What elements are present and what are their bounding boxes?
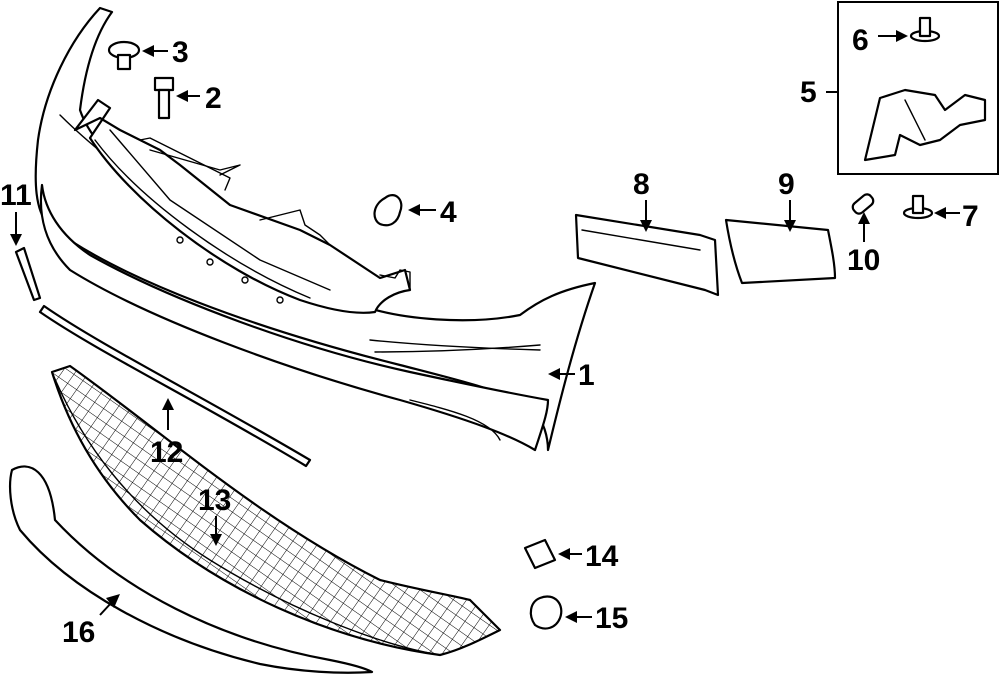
leader-4: [408, 204, 436, 216]
clip-part-15: [529, 595, 563, 630]
leader-13: [210, 516, 222, 546]
pin-part-10: [851, 193, 875, 215]
leader-11: [10, 212, 22, 246]
leader-14: [558, 548, 582, 560]
inset-box-part-5: [837, 1, 999, 175]
grille-frame-part: [73, 98, 412, 314]
callout-3: 3: [172, 36, 189, 69]
fastener-part-7: [902, 194, 934, 220]
leader-15: [565, 611, 592, 623]
bracket-part-8: [574, 213, 720, 297]
leader-12: [162, 398, 174, 430]
callout-7: 7: [962, 200, 979, 233]
bumper-cover-part: [34, 6, 597, 452]
leader-16: [99, 594, 120, 616]
leader-6: [878, 30, 908, 42]
callout-2: 2: [205, 82, 222, 115]
nut-plate-part-14: [523, 538, 557, 570]
side-bracket-part: [14, 246, 42, 302]
leader-8: [640, 200, 652, 232]
callout-10: 10: [847, 244, 880, 277]
callout-8: 8: [633, 168, 650, 201]
leader-1: [548, 368, 575, 380]
clip-part-3: [107, 40, 141, 71]
callout-5: 5: [800, 76, 817, 109]
callout-13: 13: [198, 484, 231, 517]
callout-15: 15: [595, 602, 628, 635]
clip-part-4: [373, 194, 403, 227]
callout-16: 16: [62, 616, 95, 649]
callout-1: 1: [578, 359, 595, 392]
callout-14: 14: [585, 540, 619, 573]
side-bracket-part-9: [724, 218, 837, 285]
leader-9: [784, 200, 796, 232]
callout-12: 12: [150, 436, 183, 469]
leader-3: [142, 45, 168, 57]
fastener-part-6: [909, 16, 941, 43]
lower-lip-spoiler-part: [9, 465, 374, 674]
callout-6: 6: [852, 24, 869, 57]
callout-9: 9: [778, 168, 795, 201]
leader-7: [934, 207, 960, 219]
leader-10: [858, 212, 870, 242]
lower-molding-strip-part: [38, 304, 312, 468]
bolt-part-2: [153, 76, 175, 120]
callout-4: 4: [440, 196, 457, 229]
leader-2: [176, 90, 200, 102]
lower-grille-mesh-part: [50, 364, 502, 657]
callout-11: 11: [0, 179, 32, 212]
